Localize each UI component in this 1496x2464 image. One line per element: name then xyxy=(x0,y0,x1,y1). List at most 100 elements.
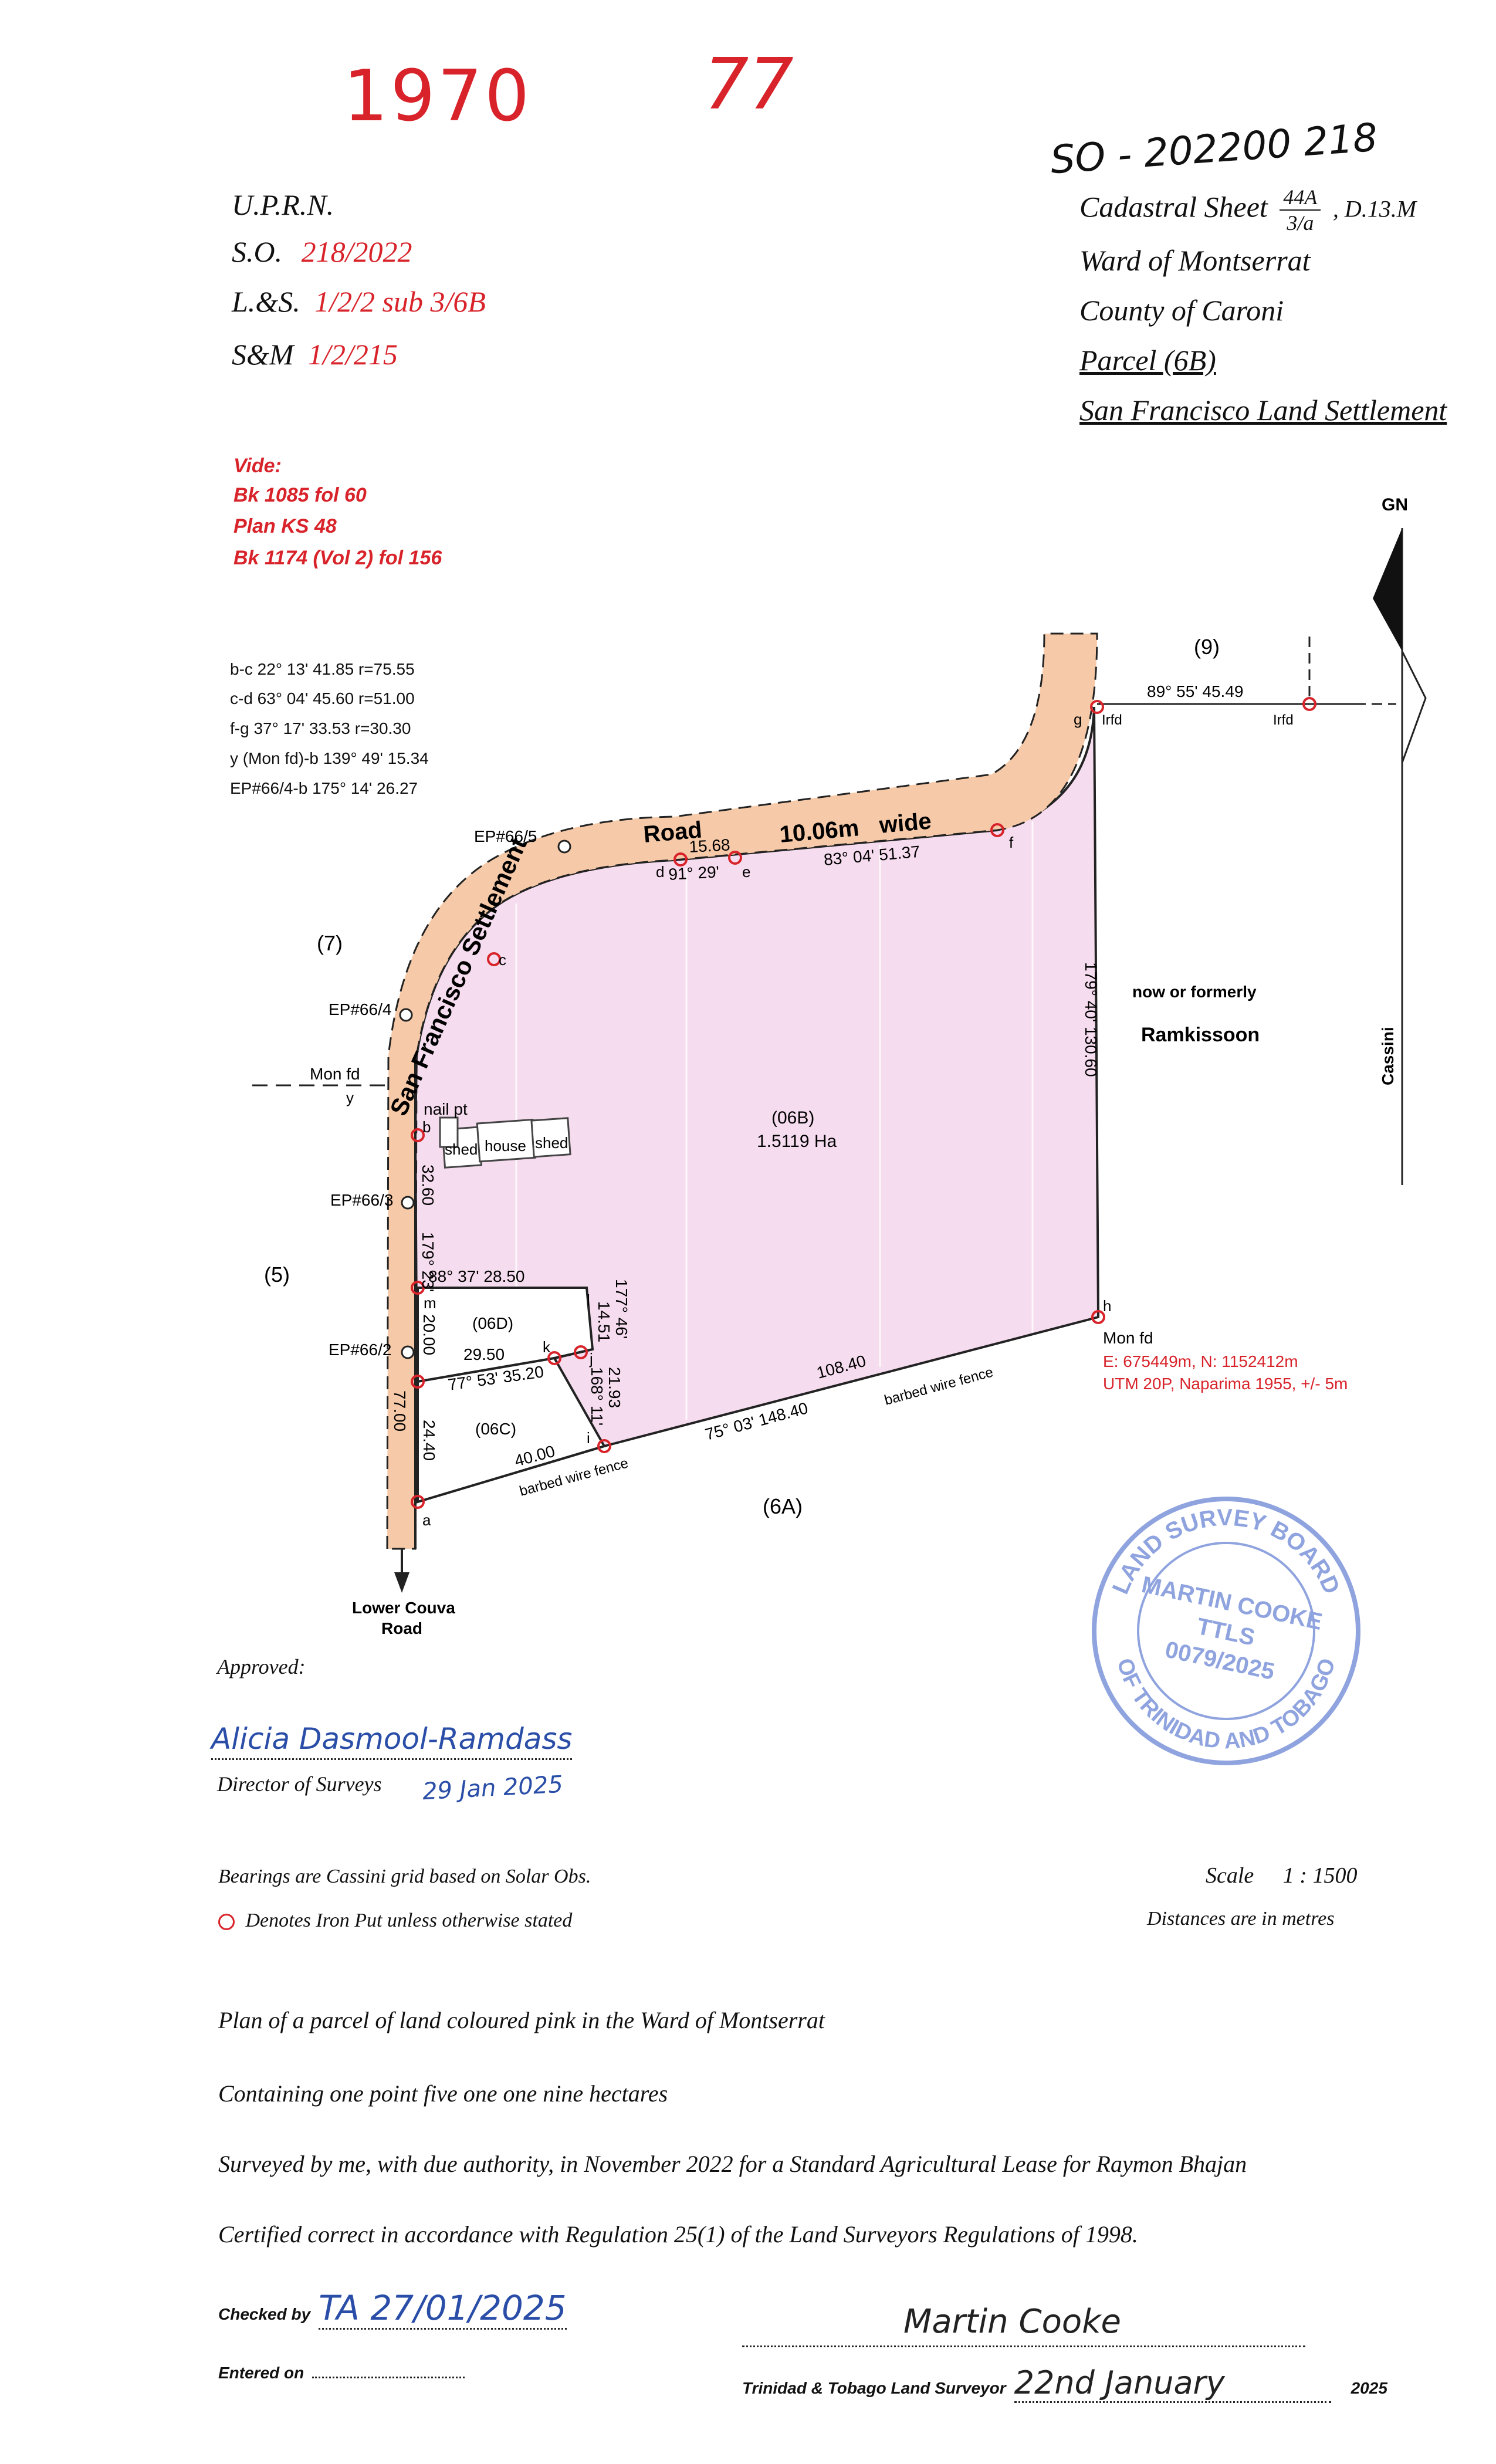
parcel-06c-label: (06C) xyxy=(475,1420,516,1438)
entered-on: Entered on xyxy=(218,2361,465,2382)
ep-66-5: EP#66/5 xyxy=(474,827,537,845)
approval-date: 29 Jan 2025 xyxy=(421,1771,564,1806)
director-signature: Alicia Dasmool-Ramdass xyxy=(211,1722,573,1760)
scale-label: Scale xyxy=(1206,1863,1254,1888)
point-b: b xyxy=(422,1118,431,1136)
neighbour-7: (7) xyxy=(317,931,343,955)
vide-title: Vide: xyxy=(233,455,282,477)
cadastral-sheet: Cadastral Sheet 44A 3/a , D.13.M xyxy=(1079,185,1416,235)
road-label-road: Road xyxy=(642,817,703,848)
point-m: m xyxy=(424,1294,436,1312)
coordinates-line1: E: 675449m, N: 1152412m xyxy=(1103,1352,1298,1370)
iron-put-symbol xyxy=(218,1914,235,1931)
sm-label: S&M xyxy=(232,338,294,371)
ep-66-4: EP#66/4 xyxy=(329,1000,391,1018)
dim-ml: 88° 37' 28.50 xyxy=(428,1267,524,1285)
survey-plan-map: San Francisco Settlement Road 10.06m wid… xyxy=(252,495,1427,1637)
dim-left-total: 77.00 xyxy=(391,1390,409,1431)
neighbour-9: (9) xyxy=(1194,635,1220,659)
lower-couva-road-line2: Road xyxy=(381,1619,422,1637)
land-survey-board-seal: LAND SURVEY BOARD OF TRINIDAD AND TOBAGO… xyxy=(1092,1497,1360,1765)
point-i: i xyxy=(587,1429,590,1447)
cadastral-suffix: , D.13.M xyxy=(1332,195,1417,222)
point-f: f xyxy=(1009,834,1014,851)
point-k: k xyxy=(543,1338,551,1356)
point-g: g xyxy=(1074,710,1082,728)
parcel-id: Parcel (6B) xyxy=(1079,344,1216,377)
sm-value: 1/2/215 xyxy=(308,338,398,371)
ls-line: L.&S. 1/2/2 sub 3/6B xyxy=(232,285,486,319)
cadastral-label: Cadastral Sheet xyxy=(1079,190,1268,224)
so-label: S.O. xyxy=(232,235,283,268)
point-c: c xyxy=(499,951,506,969)
dim-b-m-bearing: 179° 23' xyxy=(419,1232,437,1292)
scale: Scale 1 : 1500 xyxy=(1206,1863,1357,1888)
scale-value: 1 : 1500 xyxy=(1282,1863,1358,1888)
cadastral-numerator: 44A xyxy=(1280,185,1321,211)
irfd-label: Irfd xyxy=(1273,712,1294,728)
stamp-number-right: 77 xyxy=(704,44,794,126)
so-value: 218/2022 xyxy=(301,235,412,268)
curve-data: y (Mon fd)-b 139° 49' 15.34 xyxy=(230,749,429,767)
point-y: y xyxy=(346,1089,354,1106)
ep-66-2: EP#66/2 xyxy=(329,1341,391,1359)
grid-north-label: GN xyxy=(1382,495,1408,515)
point-j: j xyxy=(589,1350,593,1368)
surveyor-signature: Martin Cooke xyxy=(903,2303,1121,2341)
cadastral-fraction: 44A 3/a xyxy=(1280,185,1321,235)
ls-value: 1/2/2 sub 3/6B xyxy=(314,285,486,318)
parcel-06b-area-label: 1.5119 Ha xyxy=(757,1132,837,1151)
ls-label: L.&S. xyxy=(232,285,300,318)
vide-line: Plan KS 48 xyxy=(233,515,337,537)
lower-couva-road-line1: Lower Couva xyxy=(352,1599,455,1617)
ep-markers xyxy=(399,840,571,1359)
checked-by: Checked by TA 27/01/2025 xyxy=(218,2288,567,2330)
dim-lk: 14.51 xyxy=(595,1301,613,1342)
mon-fd-h: Mon fd xyxy=(1103,1329,1153,1347)
dim-de: 15.68 xyxy=(689,835,731,856)
cadastral-denominator: 3/a xyxy=(1287,211,1314,235)
neighbour-5: (5) xyxy=(264,1263,290,1287)
surveyor-line: Trinidad & Tobago Land Surveyor 22nd Jan… xyxy=(742,2364,1387,2403)
dim-jk-top: 29.50 xyxy=(463,1345,505,1363)
distances-note: Distances are in metres xyxy=(1147,1908,1335,1930)
uprn-label: U.P.R.N. xyxy=(232,188,334,221)
surveyor-label: Trinidad & Tobago Land Surveyor xyxy=(742,2379,1006,2397)
surveyor-year: 2025 xyxy=(1351,2379,1387,2397)
checked-by-value: TA 27/01/2025 xyxy=(319,2288,567,2330)
irfd-label: Irfd xyxy=(1102,712,1122,728)
point-h: h xyxy=(1103,1297,1111,1315)
iron-put-markers xyxy=(411,697,1316,1509)
parcel-stripes xyxy=(515,821,1034,1420)
vide-line: Bk 1085 fol 60 xyxy=(233,484,367,506)
house-label: house xyxy=(485,1137,526,1155)
point-a: a xyxy=(422,1511,431,1529)
surveyor-date: 22nd January xyxy=(1014,2364,1331,2403)
settlement-name: San Francisco Land Settlement xyxy=(1079,394,1447,427)
curve-data: b-c 22° 13' 41.85 r=75.55 xyxy=(230,660,415,678)
parcel-06b-label: (06B) xyxy=(771,1108,814,1128)
statement-line: Surveyed by me, with due authority, in N… xyxy=(218,2151,1247,2177)
dim-g-top: 89° 55' 45.49 xyxy=(1147,682,1243,700)
vide-line: Bk 1174 (Vol 2) fol 156 xyxy=(233,547,442,569)
statement-line: Plan of a parcel of land coloured pink i… xyxy=(218,2007,825,2033)
ep-66-3: EP#66/3 xyxy=(330,1191,393,1209)
curve-data: EP#66/4-b 175° 14' 26.27 xyxy=(230,779,418,797)
approved-label: Approved: xyxy=(217,1655,306,1678)
curve-data: c-d 63° 04' 45.60 r=51.00 xyxy=(230,689,415,708)
parcel-06d-label: (06D) xyxy=(472,1314,513,1332)
dim-lk-bearing: 177° 46' xyxy=(612,1279,631,1339)
sm-line: S&M 1/2/215 xyxy=(232,337,398,371)
dim-mn: 20.00 xyxy=(420,1314,438,1355)
bearings-note: Bearings are Cassini grid based on Solar… xyxy=(218,1866,591,1887)
director-of-surveys-label: Director of Surveys xyxy=(217,1772,382,1796)
point-letters: a b c d e f g h i j k l m y xyxy=(346,710,1111,1529)
road-wide-label: wide xyxy=(878,808,932,838)
buildings xyxy=(439,1116,571,1169)
cassini-label: Cassini xyxy=(1379,1027,1397,1085)
shed-label: shed xyxy=(445,1140,478,1158)
owner-ramkissoon: Ramkissoon xyxy=(1141,1024,1260,1046)
county: County of Caroni xyxy=(1079,294,1284,327)
stamp-number-left: 1970 xyxy=(343,56,532,137)
dim-b-m: 32.60 xyxy=(419,1165,437,1206)
